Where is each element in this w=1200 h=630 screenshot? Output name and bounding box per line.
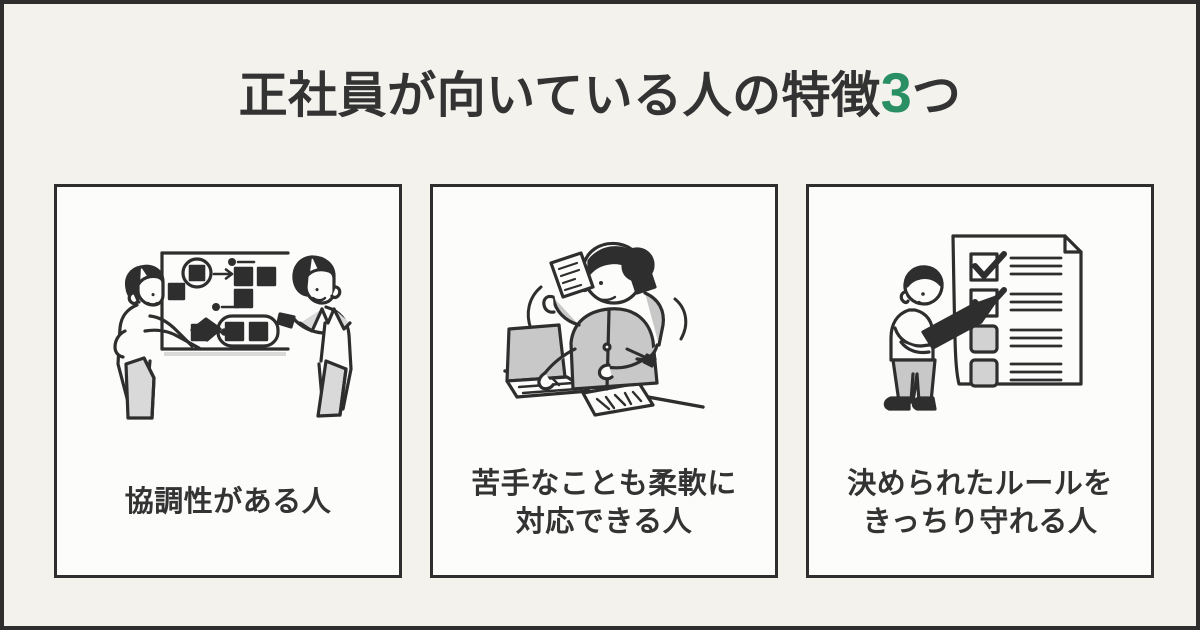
card-item[interactable]: 決められたルールを きっちり守れる人 bbox=[806, 184, 1154, 578]
page-title: 正社員が向いている人の特徴3つ bbox=[4, 62, 1196, 124]
title-text: 正社員が向いている人の特徴3つ bbox=[239, 62, 962, 124]
multitasking-illustration bbox=[433, 187, 775, 455]
title-prefix: 正社員が向いている人の特徴 bbox=[238, 69, 881, 123]
whiteboard-illustration bbox=[57, 187, 399, 455]
checklist-illustration bbox=[809, 187, 1151, 455]
multitasking-woman-laptop-phone-icon bbox=[503, 241, 705, 417]
title-accent-number: 3 bbox=[880, 61, 912, 124]
poster-canvas: 正社員が向いている人の特徴3つ bbox=[4, 4, 1196, 626]
card-label: 苦手なことも柔軟に 対応できる人 bbox=[471, 468, 737, 539]
title-suffix: つ bbox=[911, 69, 962, 123]
card-label: 協調性がある人 bbox=[124, 486, 332, 518]
card-label: 決められたルールを きっちり守れる人 bbox=[847, 468, 1113, 539]
card-item[interactable]: 苦手なことも柔軟に 対応できる人 bbox=[430, 184, 778, 578]
two-people-whiteboard-sticky-notes-icon bbox=[113, 251, 353, 420]
card-item[interactable]: 協調性がある人 bbox=[54, 184, 402, 578]
person-checklist-pen-icon bbox=[883, 234, 1083, 411]
card-list: 協調性がある人 bbox=[54, 184, 1154, 578]
